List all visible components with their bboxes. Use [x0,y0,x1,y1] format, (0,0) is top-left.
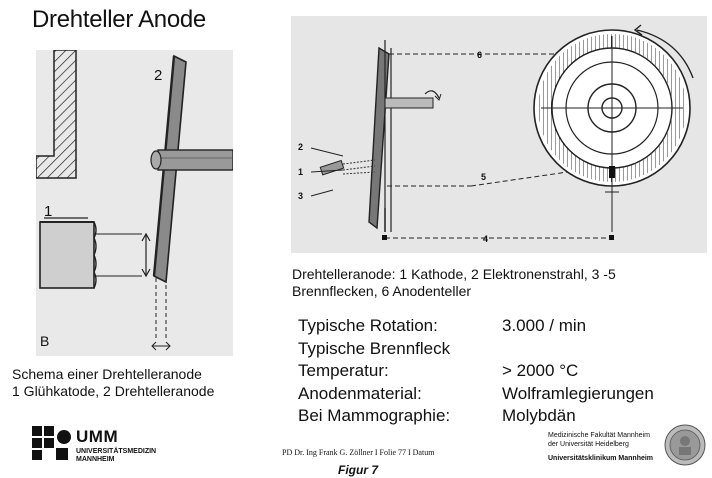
anode-drawing: 2 1 B [35,49,234,351]
label-4: 4 [483,234,488,244]
label-1: 1 [298,167,303,177]
right-figure-caption: Drehtelleranode: 1 Kathode, 2 Elektronen… [292,266,692,300]
anode-diagram-drawing: 6 2 1 3 5 4 [298,24,694,244]
heidelberg-logo-text: Universitätsklinikum Mannheim [548,455,654,462]
spec-value: Wolframlegierungen [502,383,654,403]
umm-logo-mark [32,426,72,467]
spec-value: Molybdän [502,406,576,425]
cathode-block [39,221,95,289]
label-5: 5 [481,172,486,182]
spec-row: Anodenmaterial: Wolframlegierungen [298,383,654,406]
label-6: 6 [477,50,482,60]
spec-label: Typische Brennfleck [298,338,451,358]
spec-row: Temperatur: > 2000 °C [298,360,654,383]
spec-value: 3.000 / min [502,316,587,335]
figure-label: Figur 7 [338,463,379,477]
heidelberg-logo-text: Medizinische Fakultät Mannheim [548,432,650,439]
left-caption-line2: 1 Glühkatode, 2 Drehtelleranode [12,383,215,399]
label-2: 2 [298,142,303,152]
right-caption-line1: Drehtelleranode: 1 Kathode, 2 Elektronen… [292,266,616,282]
umm-logo-subtitle: UNIVERSITÄTSMEDIZIN [76,448,157,455]
rotating-anode-schematic: 2 1 B [35,49,234,356]
label-2: 2 [154,67,162,84]
left-figure-caption: Schema einer Drehtelleranode 1 Glühkatod… [12,366,242,400]
spec-label: Typische Rotation: [298,316,438,335]
umm-logo-subtitle: MANNHEIM [76,456,115,463]
specs-list: Typische Rotation: 3.000 / min Typische … [298,315,654,428]
housing-wall [35,49,77,179]
rotating-anode-diagram: 6 2 1 3 5 4 [291,16,707,253]
spec-row: Typische Rotation: 3.000 / min [298,315,654,338]
spec-label: Anodenmaterial: [298,383,422,403]
label-1: 1 [44,203,52,220]
spec-label: Temperatur: [298,361,389,380]
side-disc [368,46,390,230]
anode-shaft [157,149,234,171]
right-caption-line2: Brennflecken, 6 Anodenteller [292,283,472,299]
spec-value: > 2000 °C [502,361,579,380]
university-seal-icon [664,424,706,471]
slide-footer: PD Dr. Ing Frank G. Zöllner I Folie 77 I… [282,448,435,457]
label-3: 3 [298,191,303,201]
umm-logo-name: UMM [76,427,119,446]
slide-title: Drehteller Anode [32,6,206,33]
label-b: B [40,333,49,349]
spec-row: Typische Brennfleck [298,338,654,361]
heidelberg-logo-text: der Universität Heidelberg [548,441,629,448]
left-caption-line1: Schema einer Drehtelleranode [12,366,202,382]
spec-label: Bei Mammographie: [298,406,451,425]
spec-row: Bei Mammographie: Molybdän [298,405,654,428]
